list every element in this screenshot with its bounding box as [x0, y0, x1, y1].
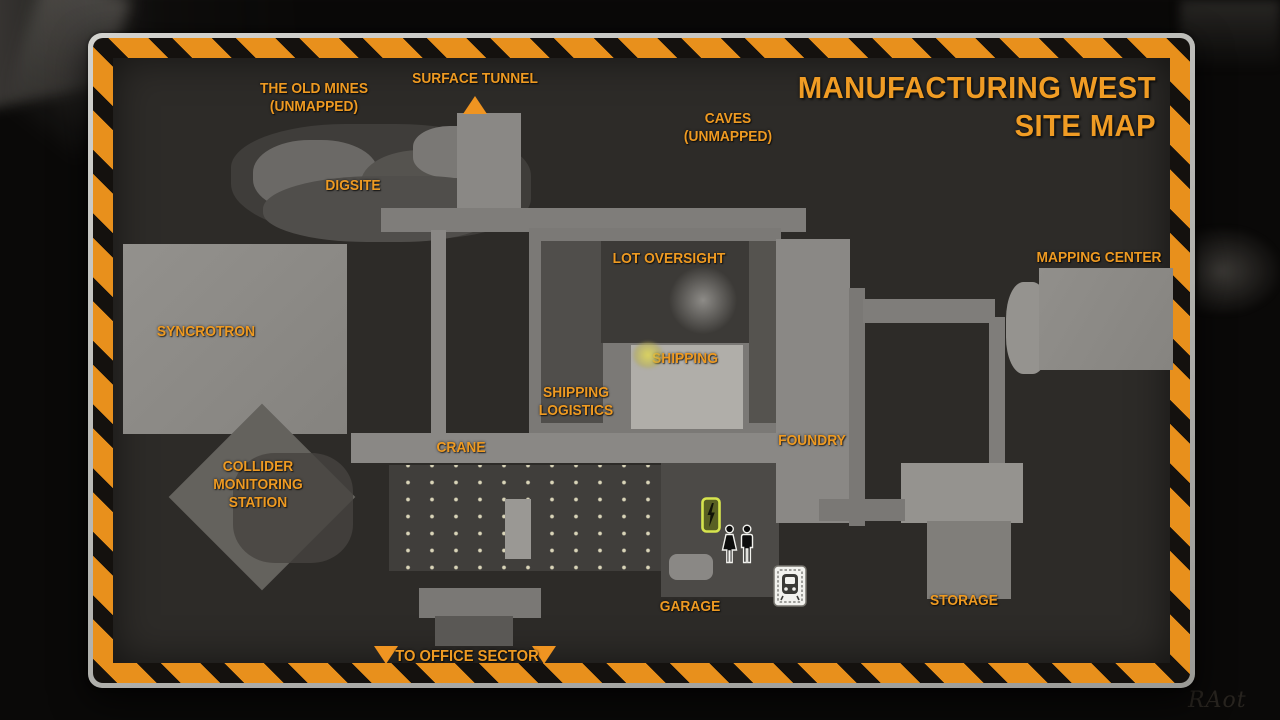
map-area-collider-annex — [233, 453, 353, 563]
map-corridor-crane — [351, 433, 783, 463]
map-garage-vehicle — [669, 554, 713, 580]
player-female-marker — [719, 524, 740, 569]
label-shipping: SHIPPING — [652, 350, 718, 367]
map-title: MANUFACTURING WEST SITE MAP — [798, 69, 1156, 145]
map-area-foundry — [776, 239, 850, 523]
map-corridor-east-v — [989, 317, 1005, 489]
map-room-logistics-west — [541, 241, 603, 423]
tram-station-marker — [773, 565, 807, 612]
map-corridor-east-h — [863, 299, 995, 323]
map-corridor-office-stub-b — [435, 616, 513, 646]
map-corridor-surface-tunnel — [457, 113, 521, 218]
map-area-storage-top — [901, 463, 1023, 523]
label-surface-tunnel: SURFACE TUNNEL — [412, 70, 538, 87]
office-sector-arrow-right-icon — [532, 646, 556, 664]
player-male-marker — [737, 524, 757, 569]
map-room-lot-oversight — [601, 241, 751, 343]
office-sector-arrow-left-icon — [374, 646, 398, 664]
label-storage: STORAGE — [930, 592, 998, 609]
label-digsite: DIGSITE — [325, 177, 381, 194]
label-to-office-sector: TO OFFICE SECTOR — [395, 648, 539, 665]
site-map-panel: MANUFACTURING WEST SITE MAP THE OLD MINE… — [88, 33, 1195, 688]
bg-shade-top-right — [1180, 0, 1280, 70]
surface-tunnel-arrow-icon — [463, 96, 487, 114]
label-crane: CRANE — [436, 439, 486, 456]
charging-station-marker — [701, 497, 721, 538]
map-area-syncrotron — [123, 244, 347, 434]
hazard-stripe-border: MANUFACTURING WEST SITE MAP THE OLD MINE… — [93, 38, 1190, 683]
label-lot-oversight: LOT OVERSIGHT — [612, 250, 726, 267]
map-corridor-office-stub-a — [419, 588, 541, 618]
label-collider-monitoring-station: COLLIDER MONITORING STATION — [213, 458, 303, 511]
label-foundry: FOUNDRY — [778, 432, 846, 449]
map-glare-blob — [633, 342, 663, 368]
map-area-factory-bay — [505, 499, 531, 559]
map-area-storage-main — [927, 521, 1011, 599]
label-garage: GARAGE — [659, 598, 721, 615]
label-shipping-logistics: SHIPPING LOGISTICS — [538, 384, 614, 419]
map-corridor-storage-link — [819, 499, 905, 521]
label-caves: CAVES (UNMAPPED) — [683, 110, 773, 145]
label-old-mines: THE OLD MINES (UNMAPPED) — [259, 80, 369, 115]
bg-patch-right-edge — [1196, 228, 1280, 314]
label-syncrotron: SYNCROTRON — [156, 323, 256, 340]
map-title-line1: MANUFACTURING WEST — [797, 70, 1156, 105]
map-room-east-strip — [749, 241, 779, 423]
video-watermark: RAot — [1188, 688, 1247, 713]
label-mapping-center: MAPPING CENTER — [1036, 249, 1162, 266]
map-field: MANUFACTURING WEST SITE MAP THE OLD MINE… — [113, 58, 1173, 665]
map-corridor-foundry — [849, 288, 865, 526]
map-corridor-crane-column — [431, 230, 446, 436]
map-title-line2: SITE MAP — [1014, 108, 1156, 143]
map-area-mapping-center — [1039, 268, 1173, 370]
